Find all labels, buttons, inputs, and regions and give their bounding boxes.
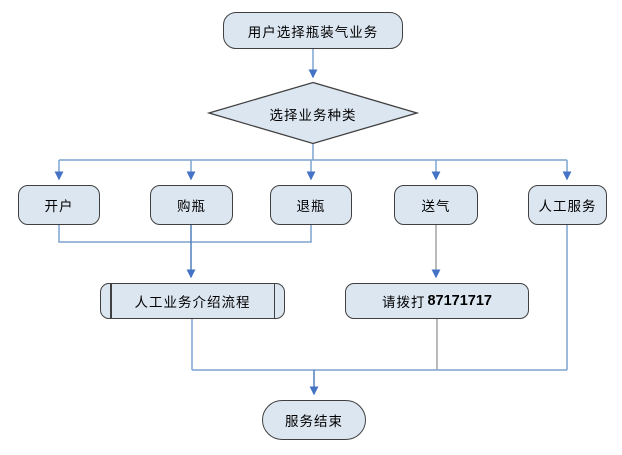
- node-manual-service: 人工服务: [528, 185, 607, 225]
- node-call-phone: 87171717: [427, 293, 492, 309]
- node-manual-intro: 人工业务介绍流程: [100, 283, 285, 319]
- node-open-account-label: 开户: [44, 199, 74, 214]
- predefined-process-bar-right: [273, 283, 275, 319]
- node-end-label: 服务结束: [285, 414, 343, 429]
- node-end: 服务结束: [262, 400, 366, 440]
- edge-open-account-merge: [58, 225, 312, 243]
- node-deliver-gas-label: 送气: [421, 199, 451, 214]
- node-call-prefix: 请拨打: [381, 295, 426, 310]
- decision-diamond: [206, 81, 420, 145]
- node-deliver-gas: 送气: [394, 185, 478, 225]
- node-buy-bottle-label: 购瓶: [177, 199, 206, 214]
- node-manual-intro-label: 人工业务介绍流程: [134, 295, 251, 310]
- node-start-label: 用户选择瓶装气业务: [247, 24, 379, 40]
- node-return-bottle: 退瓶: [270, 185, 352, 225]
- node-return-bottle-label: 退瓶: [296, 199, 326, 214]
- predefined-process-bar-left: [110, 283, 112, 319]
- node-manual-service-label: 人工服务: [538, 199, 597, 214]
- node-decision-label: 选择业务种类: [269, 107, 357, 123]
- node-buy-bottle: 购瓶: [150, 185, 233, 225]
- node-open-account: 开户: [18, 185, 100, 225]
- node-start: 用户选择瓶装气业务: [223, 12, 403, 49]
- node-call: 请拨打 87171717: [345, 283, 529, 319]
